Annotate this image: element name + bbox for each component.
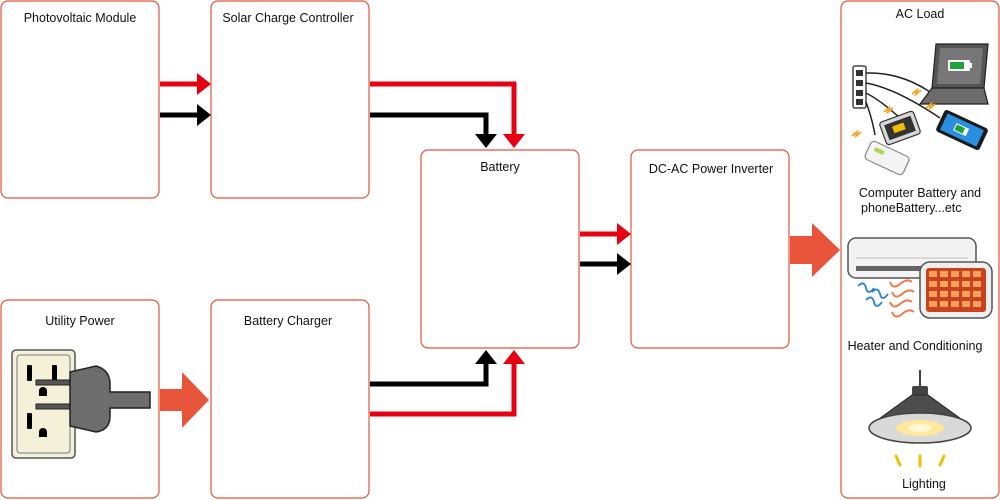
pv-module-label: Photovoltaic Module	[24, 11, 137, 25]
arrow-charger-to-battery	[370, 350, 525, 417]
heater-label: Heater and Conditioning	[848, 339, 983, 353]
node-charge-controller	[210, 0, 370, 199]
node-battery-charger	[210, 299, 370, 499]
laptop-phone-charging-icon	[851, 43, 989, 176]
battery-label: Battery	[480, 160, 520, 174]
charge-controller-label: Solar Charge Controller	[222, 11, 353, 25]
utility-power-label: Utility Power	[45, 314, 114, 328]
arrow-inverter-to-acload	[790, 223, 840, 277]
battery-charger-label: Battery Charger	[244, 314, 332, 328]
arrow-battery-to-inverter	[580, 223, 631, 275]
outlet-plug-icon	[11, 349, 151, 459]
ac-load-label: AC Load	[896, 7, 945, 21]
computer-battery-label-line2: phoneBattery...etc	[861, 201, 962, 215]
node-battery	[420, 149, 580, 349]
node-inverter	[630, 149, 790, 349]
lamp-icon	[868, 370, 972, 468]
arrow-controller-to-battery	[370, 81, 525, 148]
node-pv-module	[0, 0, 160, 199]
computer-battery-label-line1: Computer Battery and	[859, 186, 981, 200]
air-conditioner-heater-icon	[847, 237, 993, 319]
arrow-pv-to-controller	[160, 73, 211, 126]
inverter-label: DC-AC Power Inverter	[649, 162, 773, 176]
arrow-utility-to-charger	[160, 372, 209, 428]
lighting-label: Lighting	[902, 477, 946, 491]
